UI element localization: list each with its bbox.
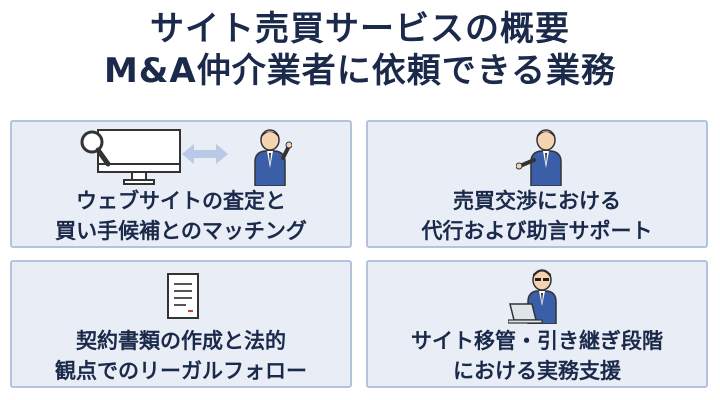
page-title: サイト売買サービスの概要 M&A仲介業者に依頼できる業務 [0,8,720,92]
card-2-line-2: 代行および助言サポート [421,219,653,243]
card-2-line-1: 売買交渉における [453,189,621,213]
title-line-1: サイト売買サービスの概要 [150,9,570,49]
businessman-presenting-icon [516,129,562,186]
card-1-line-1: ウェブサイトの査定と [76,189,286,213]
person-laptop-icon [508,269,557,324]
card-3-line-2: 観点でのリーガルフォロー [55,359,307,383]
title-line-2: M&A仲介業者に依頼できる業務 [103,51,617,91]
card-transfer-support: サイト移管・引き継ぎ段階 における実務支援 [366,260,708,388]
card-3-line-1: 契約書類の作成と法的 [76,329,286,353]
card-1-line-2: 買い手候補とのマッチング [55,219,307,243]
monitor-search-icon [80,129,181,185]
card-4-line-2: における実務支援 [453,359,621,383]
card-negotiation-support: 売買交渉における 代行および助言サポート [366,120,708,248]
card-contract-documents: 契約書類の作成と法的 観点でのリーガルフォロー [10,260,352,388]
double-arrow-icon [182,144,228,164]
card-4-line-1: サイト移管・引き継ぎ段階 [411,329,663,353]
businessman-icon [254,129,292,186]
card-site-appraisal: ウェブサイトの査定と 買い手候補とのマッチング [10,120,352,248]
document-icon [167,273,199,319]
